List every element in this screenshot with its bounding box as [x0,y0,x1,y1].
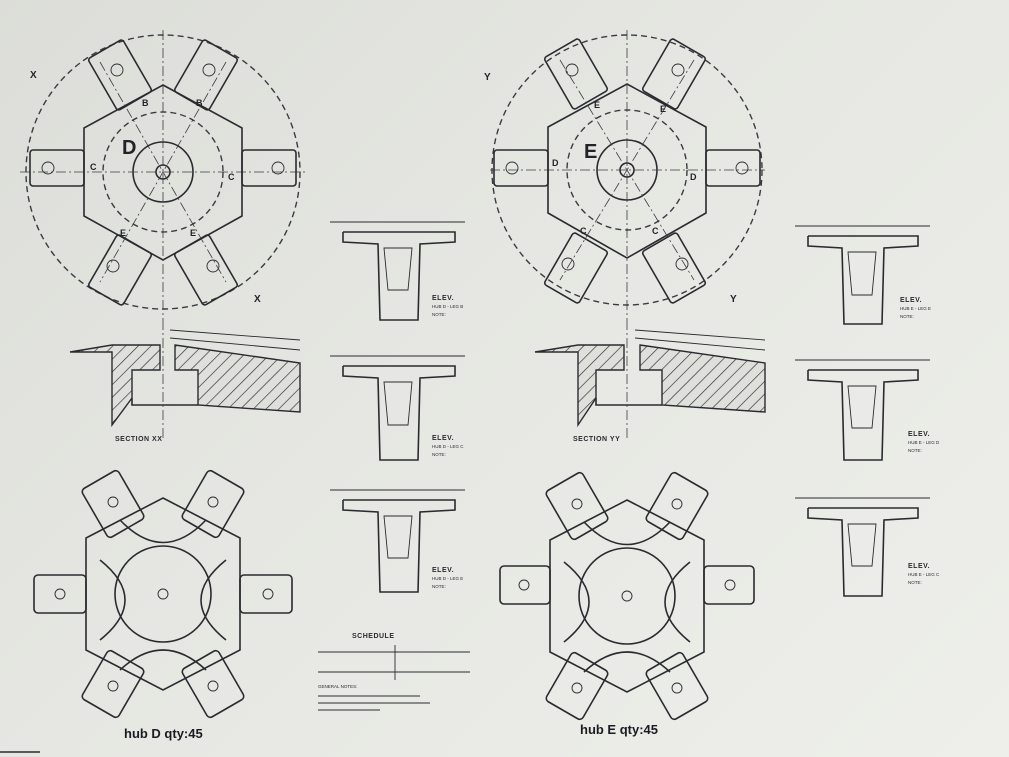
hub-d-leg-letter-b2: B [196,98,203,108]
elevation-hub-d-leg-c [330,355,465,461]
section-marker-y-top: Y [484,72,491,83]
hub-e-leg-letter-e2: E [660,104,666,114]
hub-d-leg-letter-e1: E [120,228,126,238]
hub-e-leg-letter-e1: E [594,100,600,110]
general-notes-lines [318,695,430,711]
schedule-block [318,645,470,680]
elevation-hub-e-leg-d [795,359,930,461]
elevations-middle [330,221,465,593]
elev-mid-1-title: ELEV. [432,295,454,302]
hub-d-center-letter: D [122,137,136,159]
hub-e-center-letter: E [584,141,597,163]
elev-mid-3-sub: HUB D - LEG E [432,576,463,581]
section-xx-view [69,320,301,440]
elevation-hub-e-leg-e [795,225,930,325]
elev-right-2-title: ELEV. [908,431,930,438]
hub-d-leg-letter-c2: C [90,162,97,172]
elevation-hub-e-leg-c [795,497,930,597]
elev-mid-2-sub: HUB D - LEG C [432,444,464,449]
elev-right-2-note: NOTE: [908,448,922,453]
elev-right-3-note: NOTE: [908,580,922,585]
section-yy-view [534,320,766,440]
hub-e-leg-letter-d1: D [690,172,697,182]
elev-mid-1-sub: HUB D - LEG B [432,304,463,309]
hub-e-plan-view [490,30,765,320]
section-xx-label: SECTION XX [115,436,162,443]
hub-d-leg-letter-e2: E [190,228,196,238]
elev-mid-2-note: NOTE: [432,452,446,457]
elev-mid-3-title: ELEV. [432,567,454,574]
section-marker-y-bottom: Y [730,294,737,305]
elev-right-1-title: ELEV. [900,297,922,304]
elev-mid-3-note: NOTE: [432,584,446,589]
hub-d-leg-letter-b1: B [142,98,149,108]
hub-e-leg-letter-d2: D [552,158,559,168]
schedule-title: SCHEDULE [352,633,395,640]
elev-right-1-sub: HUB E - LEG E [900,306,931,311]
section-marker-x-bottom: X [254,294,261,305]
hub-e-leg-letter-c1: C [580,226,587,236]
elev-mid-1-note: NOTE: [432,312,446,317]
section-yy-label: SECTION YY [573,436,620,443]
elevation-hub-d-leg-e [330,489,465,593]
hub-d-leg-letter-c1: C [228,172,235,182]
elev-right-3-sub: HUB E - LEG C [908,572,940,577]
section-marker-x-top: X [30,70,37,81]
elevations-right [795,225,930,597]
hub-e-bottom-view [499,471,755,721]
hub-d-plan-view [20,30,305,320]
elev-right-3-title: ELEV. [908,563,930,570]
elev-mid-2-title: ELEV. [432,435,454,442]
general-notes-title: GENERAL NOTES: [318,684,357,689]
elevation-hub-d-leg-b [330,221,465,321]
hub-d-bottom-view [33,469,293,719]
elev-right-1-note: NOTE: [900,314,914,319]
hub-d-title: hub D qty:45 [124,726,203,741]
hub-e-title: hub E qty:45 [580,722,658,737]
elev-right-2-sub: HUB E - LEG D [908,440,940,445]
hub-e-leg-letter-c2: C [652,226,659,236]
